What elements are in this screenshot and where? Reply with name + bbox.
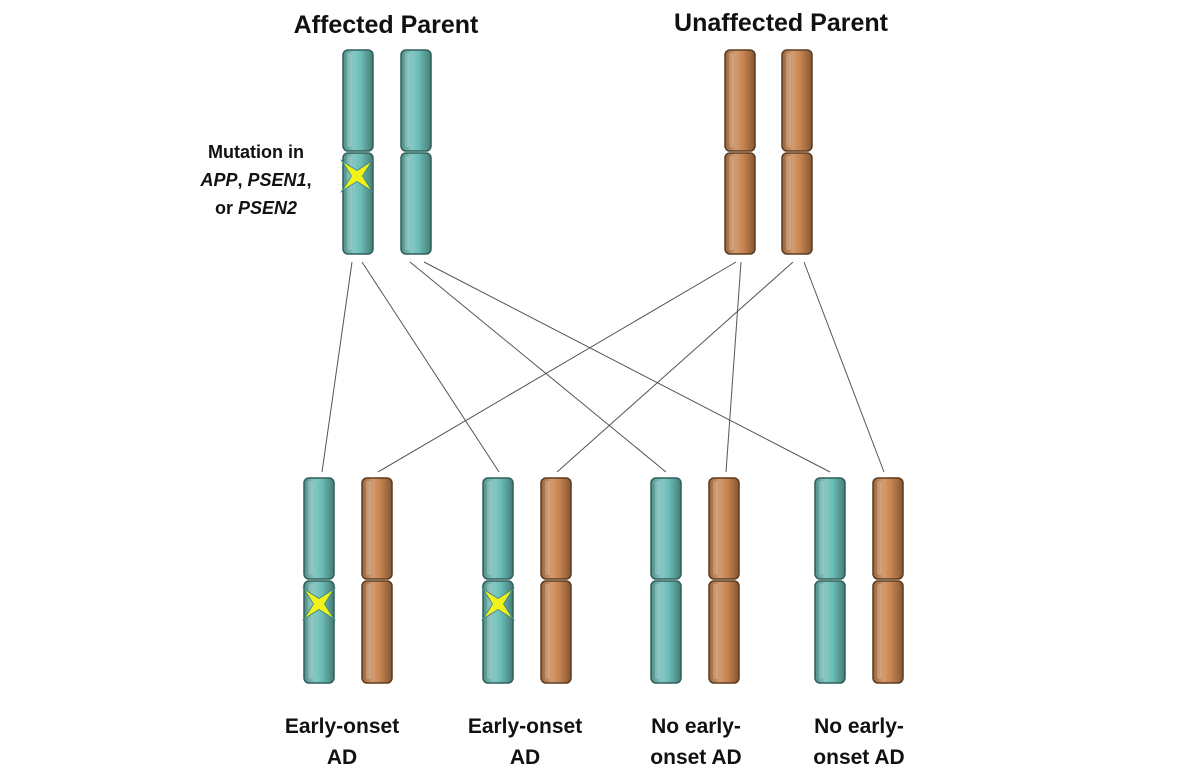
chromosome-highlight [347,53,352,147]
chromosome-upper-arm [540,477,572,580]
chromosome-highlight [655,481,660,575]
chromosome-lower-arm [400,152,432,255]
gene-separator: , [306,170,312,190]
chromosome-lower-arm [872,580,904,684]
chromosome-highlight [405,53,410,147]
child-label-line2: onset AD [813,746,905,769]
gene-psen1: PSEN1 [247,170,307,190]
child-3-orange-chromosome [708,477,740,684]
child-label-3: No early- onset AD [616,711,776,773]
chromosome-upper-arm [400,49,432,152]
chromosome-lower-arm [781,152,813,255]
chromosome-lower-arm [361,580,393,684]
affected-parent-chromosome-mutant [342,49,374,255]
chromosome-highlight [655,584,660,679]
unaffected-parent-chromosome-1 [724,49,756,255]
inheritance-line [377,261,737,473]
chromosome-upper-arm [814,477,846,580]
chromosome-lower-arm [708,580,740,684]
chromosome-upper-arm [724,49,756,152]
chromosome-highlight [713,481,718,575]
child-label-line1: Early-onset [467,715,583,738]
chromosomes [302,49,904,684]
child-label-4: No early- onset AD [779,711,939,773]
mutation-note-line1: Mutation in [208,142,304,162]
chromosome-lower-arm [540,580,572,684]
chromosome-highlight [786,53,791,147]
affected-parent-chromosome-normal [400,49,432,255]
chromosome-upper-arm [650,477,682,580]
child-label-line1: No early- [814,715,904,738]
mutation-star [484,590,512,618]
mutation-star [305,590,333,618]
chromosome-highlight [545,584,550,679]
child-2-teal-chromosome [482,477,514,684]
inheritance-line [423,261,831,473]
chromosome-upper-arm [342,49,374,152]
inheritance-line [725,261,742,473]
chromosome-highlight [819,481,824,575]
chromosome-lower-arm [814,580,846,684]
mutation-note-line2: APP, PSEN1, [171,166,341,194]
child-1-orange-chromosome [361,477,393,684]
unaffected-parent-title: Unaffected Parent [674,9,888,37]
chromosome-highlight [877,584,882,679]
chromosome-highlight [308,481,313,575]
gene-separator: , [237,170,248,190]
child-label-line2: onset AD [650,746,742,769]
child-label-line2: AD [509,746,541,769]
chromosome-lower-arm [724,152,756,255]
child-label-line1: Early-onset [284,715,400,738]
chromosome-upper-arm [708,477,740,580]
inheritance-line [321,261,353,473]
chromosome-upper-arm [781,49,813,152]
child-1-mutation-marker [302,587,336,621]
child-2-orange-chromosome [540,477,572,684]
inheritance-line [556,261,794,473]
chromosome-highlight [713,584,718,679]
gene-or: or [214,198,238,218]
child-label-line1: No early- [651,715,741,738]
unaffected-parent-chromosome-2 [781,49,813,255]
inheritance-lines [321,261,885,473]
inheritance-line [361,261,500,473]
chromosome-lower-arm [650,580,682,684]
chromosome-upper-arm [361,477,393,580]
chromosome-highlight [405,156,410,250]
child-2-mutation-marker [481,587,515,621]
child-1-teal-chromosome [303,477,335,684]
inheritance-line [803,261,885,473]
child-label-line2: AD [326,746,358,769]
mutation-note: Mutation in APP, PSEN1, or PSEN2 [171,138,341,222]
chromosome-upper-arm [872,477,904,580]
mutation-star [343,162,371,190]
affected-parent-title: Affected Parent [293,11,479,39]
child-label-1: Early-onset AD [262,711,422,773]
chromosome-highlight [819,584,824,679]
chromosome-highlight [545,481,550,575]
chromosome-upper-arm [482,477,514,580]
chromosome-upper-arm [303,477,335,580]
chromosome-highlight [729,156,734,250]
chromosome-highlight [366,584,371,679]
child-3-teal-chromosome [650,477,682,684]
parent-mutation-marker [340,159,374,193]
mutation-note-line3: or PSEN2 [171,194,341,222]
gene-app: APP [200,170,238,190]
inheritance-line [409,261,667,473]
gene-psen2: PSEN2 [237,198,298,218]
child-4-teal-chromosome [814,477,846,684]
chromosome-highlight [366,481,371,575]
chromosome-highlight [786,156,791,250]
chromosome-highlight [487,481,492,575]
child-4-orange-chromosome [872,477,904,684]
child-label-2: Early-onset AD [445,711,605,773]
chromosome-highlight [877,481,882,575]
chromosome-highlight [729,53,734,147]
